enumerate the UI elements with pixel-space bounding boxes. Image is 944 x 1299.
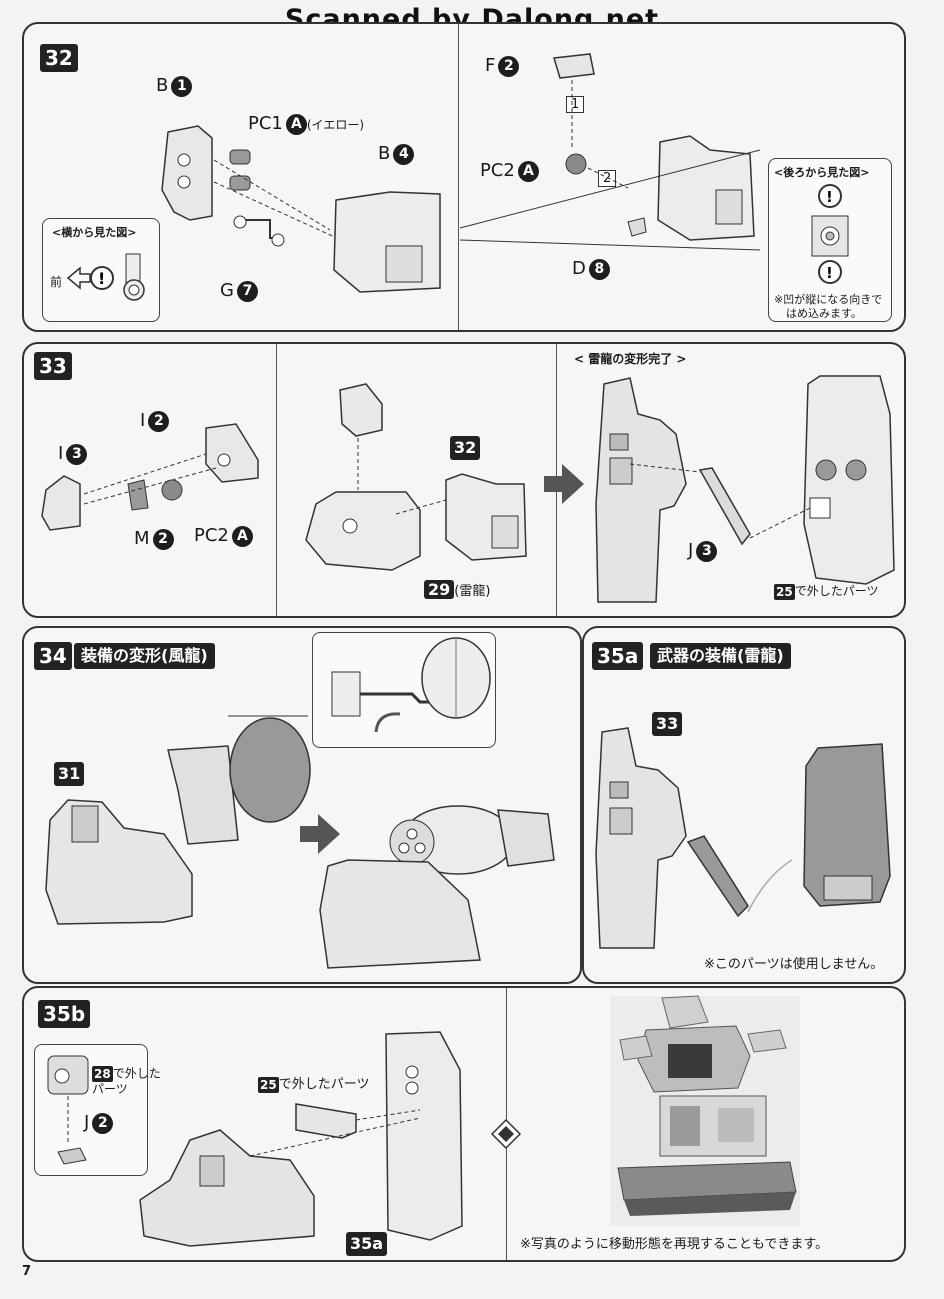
back-view-note-1: ※凹が縦になる向きで	[774, 293, 883, 306]
step-35a-unused-note: ※このパーツは使用しません。	[704, 957, 884, 972]
sequence-1-box: 1	[566, 96, 585, 113]
ref-step-31-badge: 31	[54, 762, 85, 786]
step-32-right-assembly-drawing	[553, 53, 755, 241]
step-33-head-parts-drawing	[41, 423, 259, 531]
step-35a-robot-and-weapon-drawing	[595, 727, 891, 949]
step-35a-title: 武器の装備(雷龍)	[650, 643, 791, 669]
side-view-drawing: !	[66, 253, 145, 301]
step-33-flow-arrow-stem	[544, 476, 562, 492]
ref-step-29-label: 29(雷龍)	[424, 578, 490, 603]
svg-text:!: !	[826, 264, 833, 282]
step-35b-assembly-drawing	[139, 1031, 463, 1247]
ref-step-35a-badge: 35a	[346, 1232, 388, 1256]
step-33-flow-arrow	[562, 464, 584, 504]
step-34-number: 34	[34, 642, 72, 670]
sequence-2-box: 2	[598, 170, 617, 187]
assembled-model-photo	[610, 995, 800, 1226]
back-view-drawing: ! !	[811, 184, 849, 284]
step-32-divider	[458, 24, 459, 330]
step-33-number: 33	[34, 352, 72, 380]
step-32-guide-lines	[459, 149, 761, 251]
back-view-title: <後ろから見た図>	[774, 166, 870, 179]
step-34-flow-arrow-stem	[300, 826, 318, 842]
step-34-detail-drawing	[331, 637, 491, 733]
step-32-number: 32	[40, 44, 78, 72]
step-32-left-assembly-drawing	[161, 125, 441, 293]
ref-step-28-label-2: パーツ	[92, 1082, 128, 1096]
back-view-note-2: はめ込みます。	[786, 307, 862, 320]
transform-complete-title: < 雷龍の変形完了 >	[574, 352, 687, 366]
step-34-robot-and-pod-drawing	[45, 715, 555, 969]
step-35b-detail-drawing	[47, 1055, 89, 1165]
svg-text:!: !	[826, 188, 833, 206]
photo-mode-note: ※写真のように移動形態を再現することもできます。	[520, 1237, 829, 1252]
step-34-flow-arrow	[318, 814, 340, 854]
step-33-body-assembly-drawing	[305, 383, 527, 571]
ref-step-32-badge: 32	[450, 436, 481, 460]
step-34-title: 装備の変形(風龍)	[74, 643, 215, 669]
step-33-robot-and-weapon-drawing	[595, 375, 895, 603]
page-number: 7	[22, 1264, 32, 1279]
step-35b-number: 35b	[38, 1000, 91, 1028]
step-35a-number: 35a	[592, 642, 644, 670]
ref-step-33-badge: 33	[652, 712, 683, 736]
step-33-divider-1	[276, 344, 277, 616]
note-icon	[490, 1118, 522, 1150]
front-label: 前	[50, 275, 63, 289]
side-view-title: <横から見た図>	[52, 226, 137, 239]
svg-text:!: !	[98, 269, 105, 288]
